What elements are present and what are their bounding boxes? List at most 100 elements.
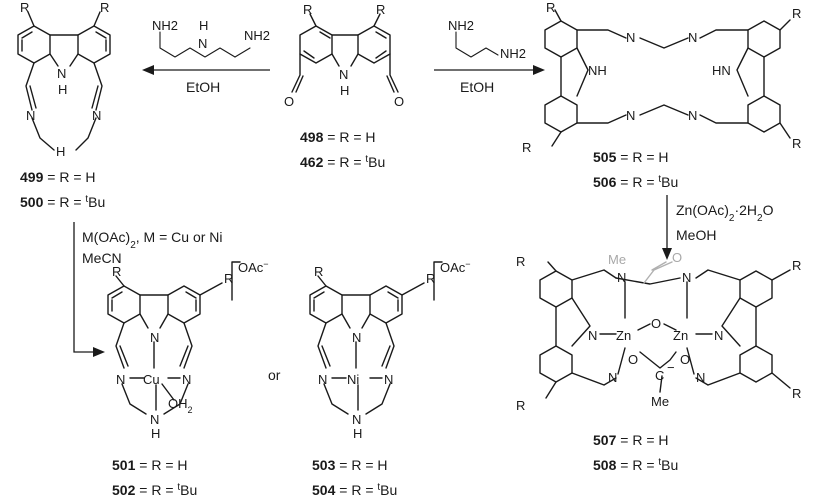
atom-h: H: [340, 83, 349, 98]
atom-n: N: [57, 66, 66, 81]
reagent-atom: NH2: [448, 18, 474, 33]
atom-n: N: [318, 372, 327, 387]
atom-c: C: [655, 368, 664, 383]
atom-nh: H: [56, 144, 65, 159]
compound-label: 462 = R = tBu: [300, 154, 385, 171]
atom-n: N: [339, 67, 348, 82]
structure-zn-complex-507: Me O R R R R N N N N Zn Zn O O O C − Me …: [516, 250, 801, 413]
atom-o: O: [394, 94, 404, 109]
arrow-to-501: [73, 222, 105, 357]
compound-label: 501 = R = H: [112, 457, 188, 473]
atom-r: R: [792, 6, 801, 21]
atom-zn: Zn: [673, 328, 688, 343]
atom-n: N: [696, 370, 705, 385]
atom-n: N: [626, 108, 635, 123]
atom-h: H: [58, 82, 67, 97]
compound-label: 506 = R = tBu: [593, 174, 678, 191]
atom-me: Me: [651, 394, 669, 409]
atom-r: R: [112, 264, 121, 279]
arrow-to-505: [434, 65, 545, 75]
compound-label: 503 = R = H: [312, 457, 388, 473]
reagent-atom: NH2: [500, 46, 526, 61]
atom-r: R: [516, 254, 525, 269]
atom-zn: Zn: [616, 328, 631, 343]
atom-n: N: [626, 30, 635, 45]
atom-o-bridge: O: [651, 316, 661, 331]
compound-label: 499 = R = H: [20, 169, 96, 185]
condition-solvent: EtOH: [460, 79, 494, 95]
arrow-to-499: [142, 65, 270, 75]
structure-cu-complex-501: R R N N Cu N OH2 N H OAc−: [107, 259, 269, 441]
atom-nh: NH: [588, 63, 607, 78]
atom-r: R: [224, 271, 233, 286]
or-label: or: [268, 367, 281, 383]
counterion: OAc−: [440, 259, 471, 275]
condition-solvent: MeCN: [82, 250, 122, 266]
structure-bis-imine-505: R R R R NH HN N N N N: [522, 0, 801, 155]
atom-o: O: [284, 94, 294, 109]
atom-o-carboxylate: O: [680, 352, 690, 367]
compound-label: 500 = R = tBu: [20, 194, 105, 211]
atom-n: N: [92, 108, 101, 123]
atom-h: H: [151, 426, 160, 441]
atom-o-carboxylate: O: [628, 352, 638, 367]
compound-label: 505 = R = H: [593, 149, 669, 165]
arrow-to-507: [662, 195, 672, 260]
compound-label: 504 = R = tBu: [312, 482, 397, 499]
condition-zn-reagent: Zn(OAc)2·2H2O: [676, 202, 774, 224]
atom-n: N: [588, 328, 597, 343]
atom-r: R: [792, 386, 801, 401]
compound-label: 508 = R = tBu: [593, 457, 678, 474]
atom-r: R: [100, 0, 109, 15]
reagent-ethylenediamine: NH2 NH2: [448, 18, 526, 61]
atom-n: N: [384, 372, 393, 387]
atom-n: N: [26, 108, 35, 123]
atom-r: R: [792, 258, 801, 273]
structure-macrocycle-499: R R N H N N H: [17, 0, 111, 159]
condition-metal-salt: M(OAc)2, M = Cu or Ni: [82, 229, 223, 251]
atom-n: N: [688, 30, 697, 45]
atom-n: N: [714, 328, 723, 343]
atom-me-acetyl: Me: [608, 252, 626, 267]
atom-r: R: [314, 264, 323, 279]
compound-label: 502 = R = tBu: [112, 482, 197, 499]
atom-n: N: [682, 270, 691, 285]
reagent-diethylenetriamine: NH2 H N NH2: [152, 18, 270, 58]
atom-n: N: [150, 330, 159, 345]
atom-nh: N: [352, 412, 361, 427]
atom-r: R: [20, 0, 29, 15]
atom-h: H: [353, 426, 362, 441]
condition-solvent: MeOH: [676, 227, 716, 243]
atom-hn: HN: [712, 63, 731, 78]
compound-label: 498 = R = H: [300, 129, 376, 145]
atom-r: R: [516, 398, 525, 413]
atom-n: N: [352, 330, 361, 345]
atom-charge: −: [667, 360, 675, 375]
atom-r: R: [376, 2, 385, 17]
atom-ni: Ni: [347, 372, 359, 387]
structure-dialdehyde: R R N H O O: [284, 2, 404, 109]
reagent-atom: NH2: [244, 28, 270, 43]
reagent-atom: NH2: [152, 18, 178, 33]
atom-n: N: [116, 372, 125, 387]
atom-r: R: [522, 140, 531, 155]
reagent-atom: H: [199, 18, 208, 33]
atom-oh2: OH2: [168, 396, 193, 415]
atom-cu: Cu: [143, 372, 160, 387]
condition-solvent: EtOH: [186, 79, 220, 95]
atom-r: R: [303, 2, 312, 17]
counterion: OAc−: [238, 259, 269, 275]
atom-r: R: [792, 136, 801, 151]
atom-nh: N: [150, 412, 159, 427]
atom-r: R: [426, 271, 435, 286]
atom-n: N: [688, 108, 697, 123]
atom-n: N: [182, 372, 191, 387]
atom-o-acetyl: O: [672, 250, 682, 265]
reagent-atom: N: [198, 36, 207, 51]
compound-label: 507 = R = H: [593, 432, 669, 448]
atom-n: N: [617, 270, 626, 285]
atom-n: N: [608, 370, 617, 385]
atom-r: R: [546, 0, 555, 15]
structure-ni-complex-503: R R N N Ni N N H OAc−: [309, 259, 471, 441]
